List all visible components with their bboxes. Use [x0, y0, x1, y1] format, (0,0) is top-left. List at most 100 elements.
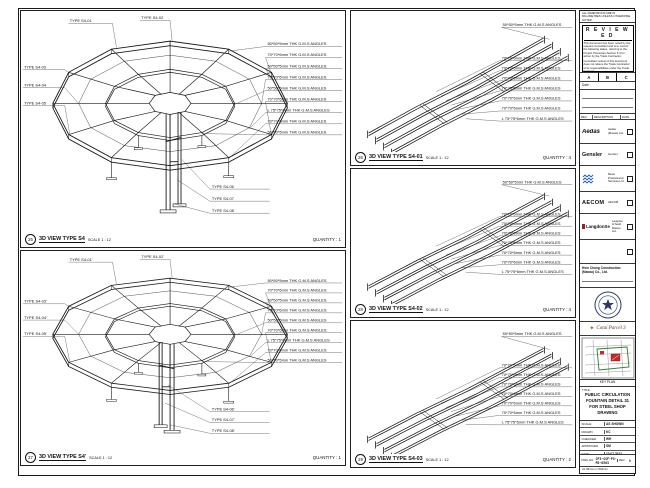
general-notes-strip: ALL DIMENSIONS ARE IN MILLIMETRES UNLESS…	[580, 11, 635, 23]
view-quantity: QUANTITY : 1	[312, 237, 341, 242]
consultant-row-langdon-seah: LangdonSeah Langdon & Seah Macau Ltd.	[580, 214, 635, 240]
annotation-labels: 50*50*5mm THK G.M.S ANGLES 70*70*6mm THK…	[24, 15, 330, 213]
reviewed-body-1: This document has been noted by the rele…	[583, 40, 631, 59]
detail-number-badge: 26	[355, 152, 366, 163]
seal-icon	[594, 291, 621, 318]
view-panel-type-s4: 50*50*5mm THK G.M.S ANGLES 70*70*6mm THK…	[20, 10, 346, 248]
consultant-row-aecom: AECOM AECOM	[580, 192, 635, 214]
paper-size-strip: A1 841mm x 594mm	[582, 467, 608, 471]
drawing-title-line-3: FOR STEEL SHOP DRAWING	[589, 403, 626, 415]
review-date-row: Date :	[580, 82, 635, 90]
field-value: KC	[606, 429, 611, 434]
consultant-checkbox[interactable]	[627, 151, 633, 158]
leader-label: TYPE S4-08'	[212, 429, 235, 433]
leader-label: 50*50*5mm THK G.M.S ANGLES	[267, 279, 327, 283]
view-caption: 29 3D VIEW TYPE S4-03 SCALE 1 : 12 QUANT…	[355, 453, 571, 466]
langdon-seah-logo: LangdonSeah	[582, 224, 610, 229]
consultant-name: Meca Professional Services Ltd.	[608, 173, 625, 184]
leader-label: 70*70*6mm THK G.M.S ANGLES	[502, 382, 561, 387]
description-col-header: DESCRIPTION	[593, 114, 621, 119]
leader-label: TYPE S4-05	[24, 100, 47, 105]
leader-label: TYPE S4-03'	[24, 300, 47, 304]
leader-label: TYPE S4-07	[212, 196, 235, 201]
view-panel-type-s4-02: 50*50*5mm THK G.M.S ANGLES 70*70*6mm THK…	[350, 168, 576, 318]
key-plan	[580, 336, 635, 380]
consultant-name: Aedas (Macau) Ltd.	[608, 128, 624, 135]
leader-label: 70*70*6mm THK G.M.S ANGLES	[502, 260, 561, 265]
leader-label: 70*70*6mm THK G.M.S ANGLES	[502, 401, 561, 406]
leader-label: 70*70*6mm THK G.M.S ANGLES	[502, 250, 561, 255]
status-option-a[interactable]: A	[580, 73, 599, 81]
leader-lines	[436, 184, 573, 275]
leader-label: 50*50*5mm THK G.M.S ANGLES	[267, 63, 326, 68]
rev-value: 0	[629, 458, 631, 463]
leader-label: TYPE S4-01	[70, 18, 93, 23]
leader-label: 70*70*6mm THK G.M.S ANGLES	[502, 96, 561, 101]
leader-label: 50*50*5mm THK G.M.S ANGLES	[267, 130, 326, 135]
consultant-checkbox[interactable]	[627, 128, 633, 135]
leader-label: 70*70*6mm THK G.M.S ANGLES	[502, 221, 561, 226]
view-title: 3D VIEW TYPE S4-03	[369, 455, 423, 464]
status-option-c[interactable]: C	[624, 74, 628, 80]
consultant-checkbox[interactable]	[627, 248, 633, 255]
reviewed-stamp: R E V I E W E D This document has been n…	[580, 23, 635, 73]
leader-label: 70*70*6mm THK G.M.S ANGLES	[267, 96, 326, 101]
rev-col-header: REV.	[580, 114, 593, 119]
leader-label: TYPE S4-02'	[141, 255, 164, 259]
view-caption: 28 3D VIEW TYPE S4-02 SCALE 1 : 12 QUANT…	[355, 303, 571, 316]
field-value: WH	[606, 436, 612, 441]
view-title: 3D VIEW TYPE S4'	[39, 453, 87, 462]
3d-view-type-s4-02-drawing: 50*50*5mm THK G.M.S ANGLES 70*70*6mm THK…	[351, 180, 573, 304]
key-plan-map	[581, 337, 634, 378]
field-label: DRAWN	[580, 429, 605, 434]
consultant-checkbox[interactable]	[627, 175, 633, 182]
annotation-labels: 50*50*5mm THK G.M.S ANGLES 70*70*6mm THK…	[502, 331, 564, 424]
leader-lines	[436, 336, 573, 426]
leader-label: 70*70*6mm THK G.M.S ANGLES	[502, 372, 561, 377]
view-scale: SCALE 1 : 12	[87, 237, 111, 242]
consultant-checkbox[interactable]	[627, 199, 633, 206]
leader-label: 70*70*6mm THK G.M.S ANGLES	[502, 65, 561, 70]
leader-label: 50*50*5mm THK G.M.S ANGLES	[503, 180, 562, 185]
leader-label: TYPE S4-07'	[212, 418, 235, 422]
detail-number-badge: 29	[355, 454, 366, 465]
contractor-block: Hsin Chong Construction (Macau) Co., Ltd…	[580, 264, 635, 288]
drawing-title-line-1: PUBLIC CIRCULATION	[584, 392, 631, 398]
detail-number-badge: 27	[25, 452, 36, 463]
field-value: 10.07.2012	[606, 451, 622, 455]
leader-label: TYPE S4-02	[141, 15, 164, 20]
angle-bundle-structure	[368, 36, 569, 152]
leader-label: 70*70*6mm THK G.M.S ANGLES	[267, 349, 327, 353]
leader-label: L 75*75*6mm THK G.M.S ANGLES	[267, 107, 329, 112]
leader-label: 50*50*5mm THK G.M.S ANGLES	[267, 299, 327, 303]
consultant-row-aedas: Aedas Aedas (Macau) Ltd.	[580, 120, 635, 144]
leader-label: TYPE S4-06	[212, 184, 235, 189]
field-value: AS SHOWN	[606, 422, 624, 427]
field-label: APPROVED	[580, 444, 605, 449]
company-seal	[580, 288, 635, 322]
reviewed-title: R E V I E W E D	[583, 27, 632, 41]
3d-view-type-s4-03-drawing: 50*50*5mm THK G.M.S ANGLES 70*70*6mm THK…	[351, 331, 573, 454]
view-caption: 26 3D VIEW TYPE S4-01 SCALE 1 : 12 QUANT…	[355, 151, 571, 164]
annotation-labels: 50*50*5mm THK G.M.S ANGLES 70*70*6mm THK…	[24, 255, 330, 433]
view-scale: SCALE 1 : 12	[425, 457, 449, 462]
view-quantity: QUANTITY : 4	[542, 155, 571, 160]
umbrella-structure	[53, 41, 288, 213]
angle-bundle-structure	[368, 193, 569, 304]
3d-view-type-s4-drawing: 50*50*5mm THK G.M.S ANGLES 70*70*6mm THK…	[22, 15, 343, 234]
drawing-title-area: TITLE : PUBLIC CIRCULATION FOUNTAIN DETA…	[580, 387, 635, 421]
consultant-checkbox[interactable]	[627, 223, 633, 230]
leader-label: TYPE S4-05'	[24, 332, 47, 336]
reviewed-body-2: Consultant review of this document does …	[583, 58, 630, 73]
view-scale: SCALE 1 : 12	[425, 307, 449, 312]
revision-entry-area	[580, 90, 635, 114]
leader-label: TYPE S4-04'	[24, 316, 47, 320]
leader-label: L 75*75*6mm THK G.M.S ANGLES	[267, 339, 330, 343]
drawing-number-row: DWG NO. CP3-SSF-P3-FD-0503 REV 0	[580, 455, 635, 467]
leader-label: TYPE S4-08	[212, 208, 235, 213]
drawing-title-line-2: FOUNTAIN DETAIL 31	[585, 398, 630, 404]
view-quantity: QUANTITY : 4	[542, 307, 571, 312]
status-option-b[interactable]: B	[599, 73, 618, 81]
view-scale: SCALE 1 : 12	[425, 155, 449, 160]
